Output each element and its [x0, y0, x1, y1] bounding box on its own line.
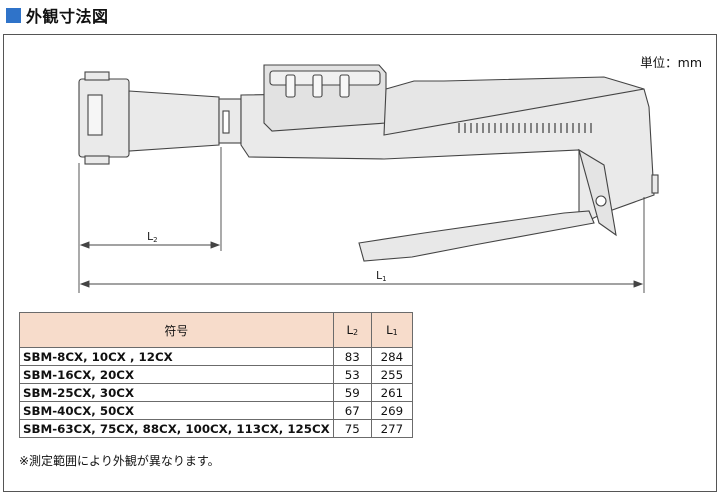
- row-symbol: SBM-25CX, 30CX: [19, 383, 334, 402]
- l2-arrow-left-icon: [79, 241, 90, 249]
- row-l2: 83: [332, 347, 372, 366]
- row-l1: 269: [370, 401, 414, 420]
- l2-label: L2: [147, 230, 158, 244]
- row-l1: 261: [370, 383, 414, 402]
- probe-barrel: [128, 90, 220, 152]
- row-symbol: SBM-63CX, 75CX, 88CX, 100CX, 113CX, 125C…: [19, 419, 334, 438]
- drawing-frame: 単位：mm: [3, 34, 717, 492]
- header-l2: L2: [332, 312, 372, 348]
- button-icon-2: [312, 74, 323, 98]
- l2-arrow-right-icon: [210, 241, 221, 249]
- table-row: SBM-25CX, 30CX 59 261: [19, 383, 414, 402]
- row-symbol: SBM-16CX, 20CX: [19, 365, 334, 384]
- probe-tip-bottom: [84, 155, 110, 165]
- row-l1: 255: [370, 365, 414, 384]
- heading-square-icon: [6, 7, 21, 23]
- probe-tip-top: [84, 71, 110, 81]
- l1-label: L1: [376, 269, 387, 283]
- row-l2: 59: [332, 383, 372, 402]
- section-heading: 外観寸法図: [6, 4, 109, 26]
- row-l2: 67: [332, 401, 372, 420]
- table-header-row: 符号 L2 L1: [19, 312, 414, 348]
- footnote: ※測定範囲により外観が異なります。: [19, 454, 220, 468]
- row-l1: 277: [370, 419, 414, 438]
- rear-cap: [651, 174, 659, 194]
- dimension-table: 符号 L2 L1 SBM-8CX, 10CX , 12CX 83 284 SBM…: [19, 312, 414, 438]
- lever-pivot: [578, 148, 617, 237]
- row-l2: 53: [332, 365, 372, 384]
- display-top-band: [269, 70, 381, 86]
- release-lever: [358, 210, 595, 262]
- table-row: SBM-16CX, 20CX 53 255: [19, 365, 414, 384]
- button-icon-3: [339, 74, 350, 98]
- heading-text: 外観寸法図: [26, 7, 109, 26]
- button-icon-1: [285, 74, 296, 98]
- table-row: SBM-40CX, 50CX 67 269: [19, 401, 414, 420]
- table-row: SBM-8CX, 10CX , 12CX 83 284: [19, 347, 414, 366]
- grip-ribs: [458, 123, 592, 133]
- row-symbol: SBM-8CX, 10CX , 12CX: [19, 347, 334, 366]
- probe-head: [78, 78, 130, 158]
- header-l1: L1: [370, 312, 414, 348]
- rear-housing: [383, 76, 645, 136]
- pivot-screw-icon: [595, 195, 607, 207]
- external-dimension-drawing: L2 L1: [78, 64, 659, 293]
- barrel-collar: [218, 98, 242, 144]
- header-symbol: 符号: [19, 312, 334, 348]
- collar-slot: [222, 110, 230, 134]
- table-row: SBM-63CX, 75CX, 88CX, 100CX, 113CX, 125C…: [19, 419, 414, 438]
- row-symbol: SBM-40CX, 50CX: [19, 401, 334, 420]
- row-l2: 75: [332, 419, 372, 438]
- probe-window: [87, 94, 103, 136]
- unit-label: 単位：mm: [640, 55, 702, 70]
- l1-arrow-right-icon: [633, 280, 644, 288]
- l1-arrow-left-icon: [79, 280, 90, 288]
- row-l1: 284: [370, 347, 414, 366]
